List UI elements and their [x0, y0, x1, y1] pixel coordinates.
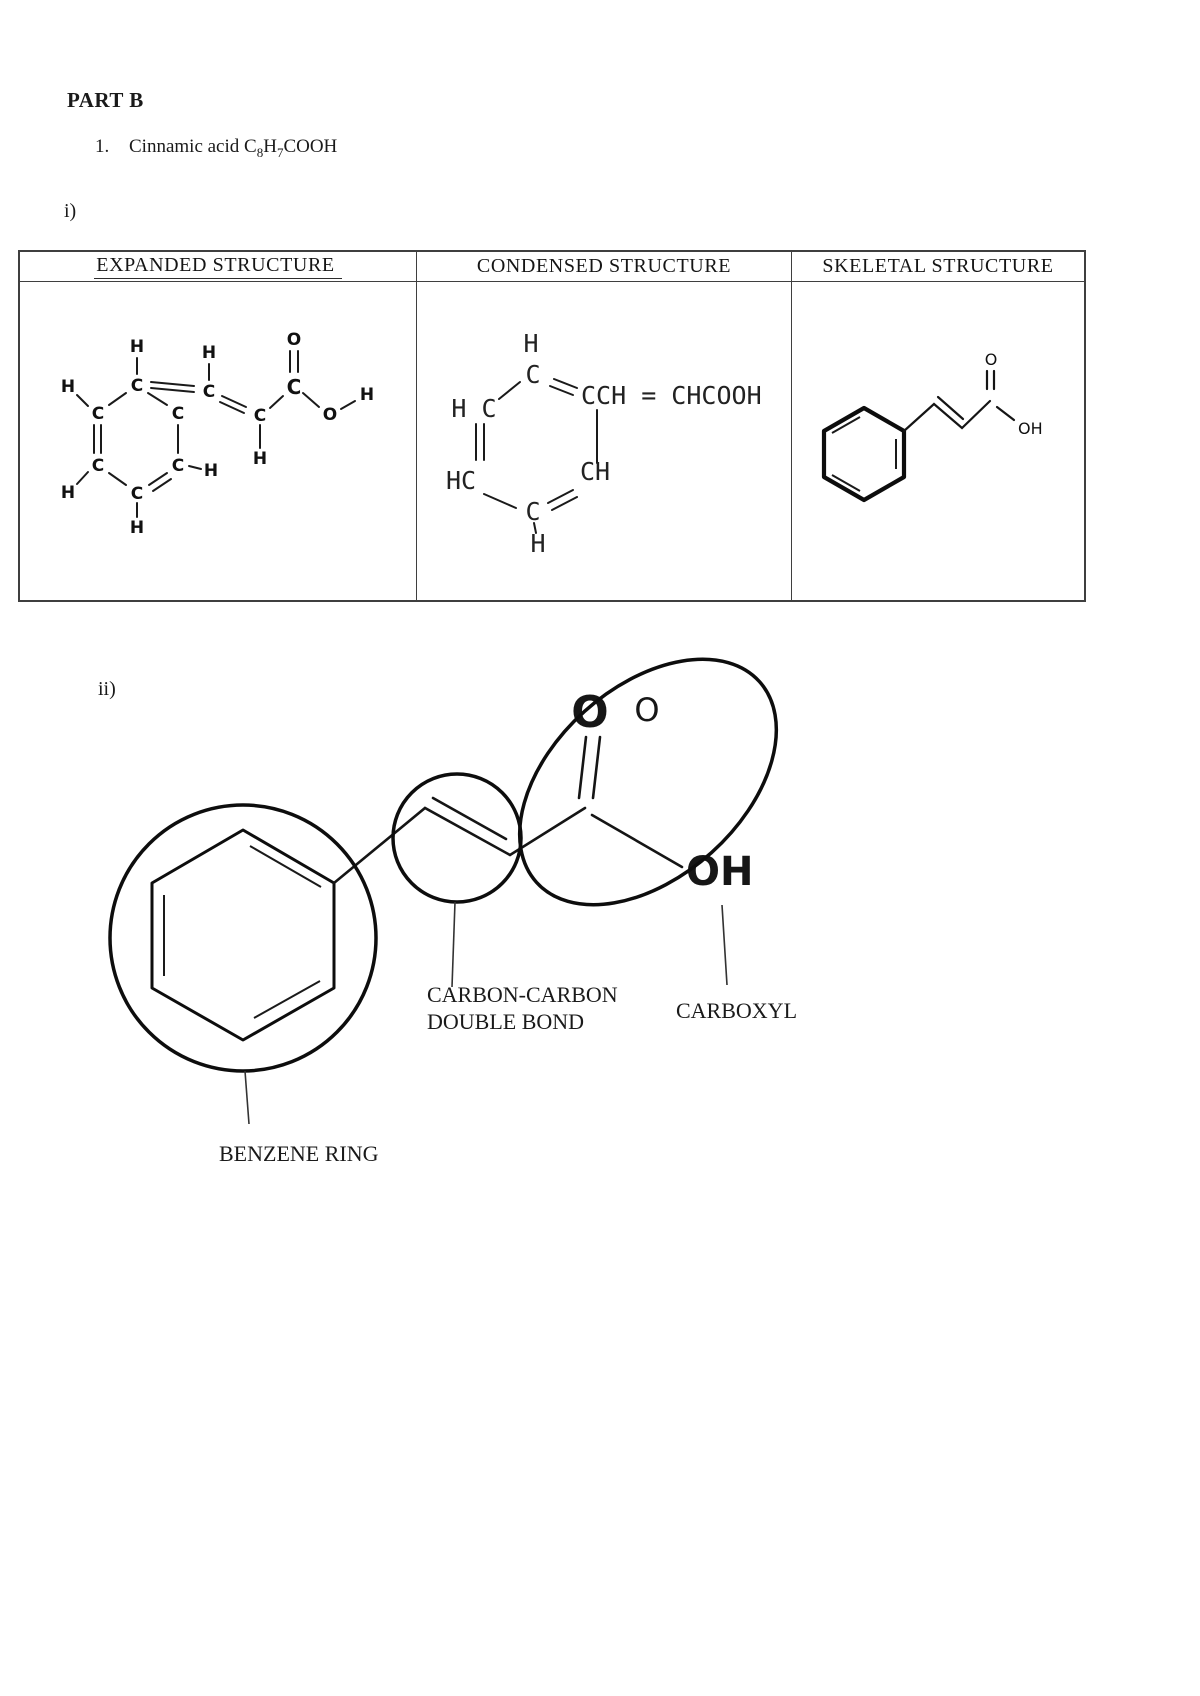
carbonyl-double-bond [591, 735, 602, 800]
cell-skeletal-structure: O OH [792, 282, 1084, 600]
double-bond [150, 387, 195, 393]
double-bond [551, 496, 578, 511]
carbon-atom-label: C [203, 382, 215, 402]
carbon-atom-label: C [131, 484, 143, 504]
header-expanded-structure: EXPANDED STRUCTURE [20, 252, 417, 282]
hydrogen-atom-label: H [130, 337, 144, 357]
oxygen-atom-label: O [985, 350, 998, 369]
ring-double-bond [831, 416, 861, 434]
cell-condensed-structure: H C CCH = CHCOOH H C HC C CH H [417, 282, 792, 600]
carboxyl-leader-line [721, 904, 728, 986]
hydrogen-atom-label: H [204, 461, 218, 481]
hydrogen-atom-label: H [360, 385, 374, 405]
bond [108, 392, 127, 406]
hc-group-label: HC [446, 466, 476, 495]
carbon-atom-label: C [172, 456, 184, 476]
bond [498, 381, 521, 400]
bond [108, 472, 127, 486]
bond [302, 392, 320, 408]
bond [533, 522, 537, 534]
hydrogen-atom-label: H [61, 377, 75, 397]
carboxyl-label: CARBOXYL [676, 998, 797, 1023]
benzene-ring-circle [108, 803, 378, 1073]
condensed-structure-drawing: H C CCH = CHCOOH H C HC C CH H [446, 329, 762, 558]
cc-double-bond-label-line1: CARBON-CARBON [427, 982, 618, 1007]
hydrogen-atom-label: H [530, 529, 545, 558]
hydroxyl-label: OH [686, 849, 753, 895]
hydrogen-atom-label: H [130, 518, 144, 538]
double-bond [148, 472, 168, 486]
carbon-atom-label: C [92, 404, 104, 424]
ring-double-bond [253, 980, 321, 1019]
bond [147, 392, 168, 406]
item-number: 1. [95, 136, 110, 157]
double-bond [219, 401, 245, 414]
benzene-ring-hexagon [150, 828, 336, 1042]
cc-double-bond-label-line2: DOUBLE BOND [427, 1009, 584, 1034]
cell-expanded-structure: C C C C C C H H H H H C H C H C O O H [20, 282, 417, 600]
annotated-structure-diagram: O O OH BENZENE RING CARBON-CARBON DOUBLE… [108, 657, 797, 1166]
item-line: 1. Cinnamic acid C8H7COOH [95, 136, 337, 161]
header-condensed-structure: CONDENSED STRUCTURE [417, 252, 792, 282]
cc-double-bond [431, 796, 508, 841]
bond [269, 395, 284, 409]
carbon-atom-label: C [525, 497, 540, 526]
carboxyl-carbon-label: C [287, 375, 302, 399]
benzene-ring-label: BENZENE RING [219, 1141, 379, 1166]
bond [995, 405, 1016, 422]
label-i: i) [64, 200, 77, 222]
bond [483, 493, 517, 509]
double-bond [553, 378, 578, 389]
bond [76, 471, 89, 485]
double-bond [152, 478, 172, 492]
chain-bonds [332, 806, 587, 885]
structures-table: EXPANDED STRUCTURE CONDENSED STRUCTURE S… [18, 250, 1086, 602]
carbon-atom-label: C [254, 406, 266, 426]
part-title: PART B [67, 88, 144, 112]
oxygen-atom-label: O [287, 330, 301, 350]
bond [340, 400, 356, 410]
benzene-leader-line [244, 1070, 250, 1125]
bond [76, 394, 89, 407]
hc-group-label: H C [451, 394, 496, 423]
hydrogen-atom-label: H [202, 343, 216, 363]
hydroxyl-label: OH [1018, 419, 1043, 438]
carbon-atom-label: C [525, 360, 540, 389]
ring-double-bond [249, 845, 322, 888]
hydrogen-atom-label: H [253, 449, 267, 469]
double-bond [549, 385, 574, 396]
double-bond [221, 395, 247, 408]
ch-group-label: CH [580, 457, 610, 486]
condensed-chain-label: CCH = CHCOOH [581, 381, 762, 410]
carbon-atom-label: C [131, 376, 143, 396]
double-bond-leader-line [451, 901, 456, 988]
benzene-ring-hexagon [821, 405, 907, 503]
oxygen-atom-label: O [634, 691, 659, 729]
expanded-structure-drawing: C C C C C C H H H H H C H C H C O O H [61, 330, 374, 538]
hydrogen-atom-label: H [523, 329, 538, 358]
header-skeletal-structure: SKELETAL STRUCTURE [792, 252, 1084, 282]
double-bond [936, 395, 965, 421]
carbon-atom-label: C [92, 456, 104, 476]
hydrogen-atom-label: H [61, 483, 75, 503]
item-title: Cinnamic acid C8H7COOH [129, 136, 338, 160]
skeletal-structure-drawing: O OH [821, 350, 1043, 503]
carbonyl-double-bond [577, 735, 588, 800]
double-bond [547, 489, 574, 504]
carbon-atom-label: C [172, 404, 184, 424]
carboxyl-ellipse [517, 657, 779, 907]
chain-bonds [902, 399, 992, 433]
label-ii: ii) [98, 678, 116, 700]
double-bond [150, 381, 195, 387]
bond [188, 465, 202, 470]
ring-double-bond [831, 474, 861, 492]
oxygen-atom-label: O [323, 405, 337, 425]
bond-to-hydroxyl [590, 813, 684, 869]
